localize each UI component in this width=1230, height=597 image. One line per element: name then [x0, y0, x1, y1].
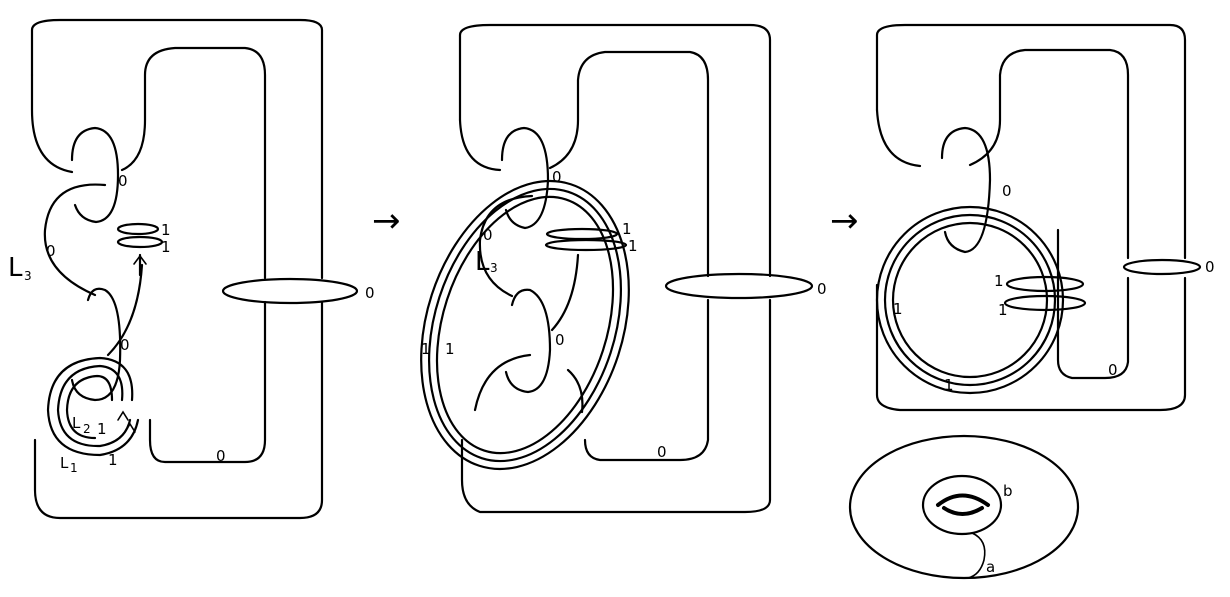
label-a: a	[986, 558, 995, 576]
upper-lobe	[875, 108, 922, 168]
unk1-label: 1	[622, 220, 632, 238]
L2-ring	[56, 364, 132, 448]
middle-clasp	[504, 288, 552, 394]
fw-left: 0	[46, 242, 56, 260]
L2-inner-ring	[65, 374, 114, 440]
L3-label: L	[8, 253, 23, 283]
torus: b a	[848, 434, 1080, 580]
lower-arcs	[473, 353, 532, 412]
unk2-label: 1	[628, 237, 638, 255]
L3-sub: 3	[24, 269, 32, 283]
L3-right	[550, 253, 580, 332]
ring-label: 0	[1205, 258, 1215, 276]
torus-curve-b	[921, 474, 1003, 536]
ring-label: 0	[817, 280, 827, 298]
fw-left: 0	[483, 226, 493, 244]
ring-label: 0	[365, 284, 375, 302]
unknot-1	[545, 227, 619, 241]
fw-top: 0	[118, 172, 128, 190]
ring-0	[221, 277, 359, 305]
big-ellipse-inner2	[435, 195, 615, 455]
side2-label: 1	[445, 340, 455, 358]
bottom-fw-label: 1	[944, 376, 954, 394]
top-clasp	[500, 126, 550, 230]
L3-right	[106, 263, 144, 357]
unk1-label: 1	[994, 272, 1004, 290]
circle-mid	[883, 213, 1057, 387]
ring-0	[664, 272, 814, 300]
outer-frame-lower	[460, 298, 772, 514]
inner-right-vertical	[148, 300, 267, 464]
L1-arrow	[124, 422, 136, 433]
unknot-2	[1003, 294, 1087, 312]
bottom-label: 0	[657, 443, 667, 461]
bottom-label: 0	[216, 447, 226, 465]
L2-fw: 1	[97, 420, 107, 438]
panel-1: L 3 0 0 0 1 1 0 L 2 1 L 1 1 0	[8, 18, 375, 520]
side1-label: 1	[421, 340, 431, 358]
outer-frame-lower	[875, 276, 1187, 412]
L3-sub: 3	[490, 261, 498, 275]
unknot-arrow	[133, 254, 147, 265]
L2-arrow	[117, 410, 129, 421]
L3-upper	[43, 183, 107, 297]
outer-frame	[875, 23, 1187, 260]
upper-lobe-right	[548, 50, 710, 278]
upper-lobe-right	[968, 48, 1130, 260]
torus-curve-a	[967, 532, 986, 579]
fw-mid: 0	[555, 331, 565, 349]
inner-right	[1056, 228, 1130, 380]
L1-fw: 1	[108, 451, 118, 469]
torus-hole-bottom	[942, 506, 984, 516]
arrow-1: →	[372, 201, 401, 241]
fw-top: 0	[1002, 182, 1012, 200]
left-label: 1	[893, 300, 903, 318]
unknot-2	[116, 235, 164, 249]
unknot-2	[544, 238, 628, 252]
L3-label: L	[475, 247, 490, 277]
unk1-label: 1	[161, 221, 171, 239]
L1-sub: 1	[70, 461, 78, 475]
panel-2: L 3 0 0 0 1 1 0 1 1 0	[420, 23, 827, 514]
L1-label: L	[60, 454, 69, 472]
unk2-label: 1	[161, 238, 171, 256]
circle-inner	[891, 221, 1049, 379]
torus-hole	[936, 493, 990, 507]
unk2-label: 1	[998, 301, 1008, 319]
circle-outer	[875, 205, 1065, 395]
top-clasp	[70, 126, 120, 224]
outer-frame	[30, 18, 324, 280]
upper-lobe	[458, 118, 502, 172]
outer-frame-right-lower	[33, 300, 324, 520]
top-clasp	[940, 126, 992, 254]
unknot-1	[1005, 275, 1085, 293]
big-ellipse-inner	[427, 187, 623, 463]
L2-sub: 2	[83, 422, 91, 436]
outer-frame	[458, 23, 772, 278]
big-ellipse-outer	[420, 179, 630, 471]
arrow-2: →	[830, 201, 859, 241]
panel-3: 0 1 1 0 1 1 0	[875, 23, 1215, 412]
torus-outer	[848, 434, 1080, 580]
fw-top: 0	[552, 168, 562, 186]
upper-lobe-right	[120, 46, 267, 280]
L1-ring	[46, 356, 140, 457]
upper-lobe	[30, 73, 74, 174]
inner-right	[583, 298, 710, 462]
fw-mid: 0	[120, 336, 130, 354]
unknot-1	[116, 222, 160, 236]
label-b: b	[1003, 482, 1013, 500]
bottom-label: 0	[1108, 361, 1118, 379]
lower-clasp	[70, 287, 122, 402]
L2-label: L	[72, 414, 81, 432]
ring-0	[1122, 258, 1202, 276]
